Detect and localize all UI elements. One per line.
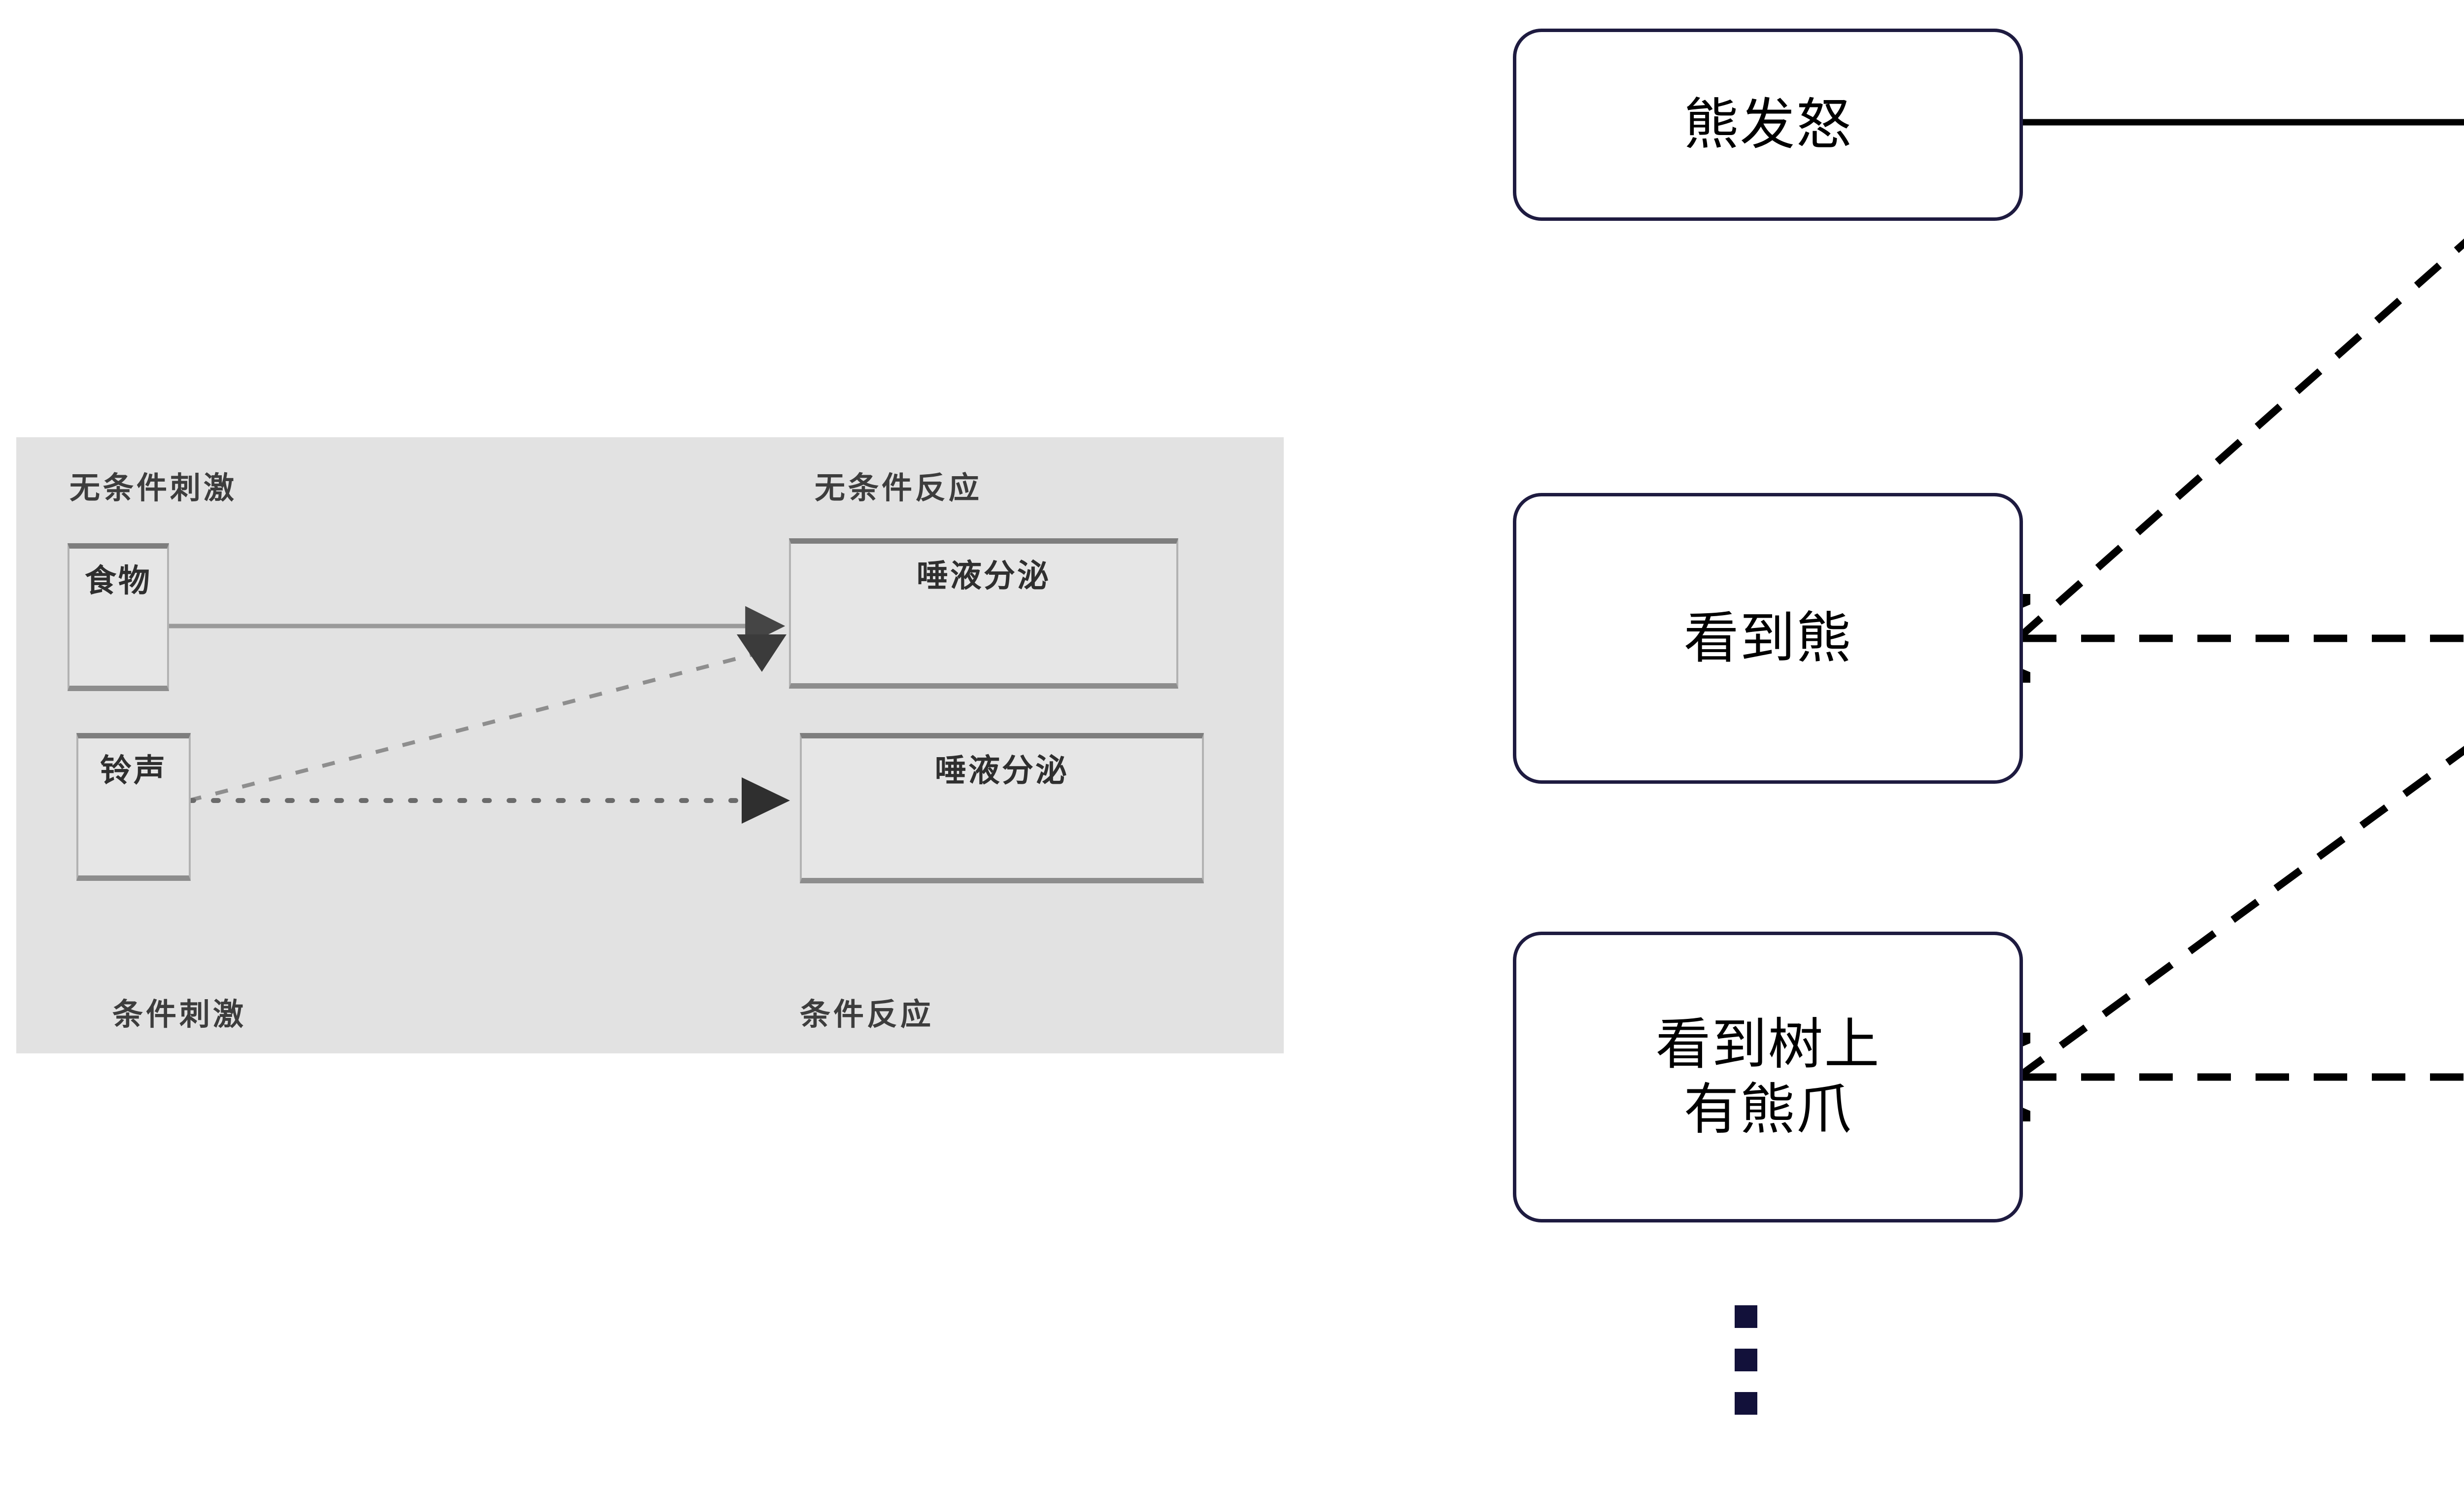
cc-box-food: 食物 <box>68 543 169 691</box>
node-see-claw-label: 看到树上 有熊爪 <box>1655 1013 1881 1140</box>
cc-box-food-label: 食物 <box>85 563 152 598</box>
node-see-bear-label: 看到熊 <box>1683 607 1852 669</box>
cc-box-salivation-unconditioned-label: 唾液分泌 <box>917 558 1051 593</box>
td-learning-panel: 熊发怒 看到熊 看到树上 有熊爪 奖励 V(s′) V(s) <box>1454 0 2464 1499</box>
ellipsis-dot <box>1735 1349 1757 1371</box>
node-see-claw: 看到树上 有熊爪 <box>1513 932 2023 1222</box>
label-unconditioned-stimulus: 无条件刺激 <box>69 471 238 505</box>
edge-bell-to-saliva-cr-arrowhead <box>742 777 790 824</box>
label-unconditioned-response: 无条件反应 <box>815 471 983 505</box>
node-bear-angry-label: 熊发怒 <box>1683 93 1852 155</box>
edge-bell-to-saliva-ucr-arrowhead <box>737 634 787 672</box>
cc-box-bell: 铃声 <box>76 733 191 881</box>
cc-box-salivation-unconditioned: 唾液分泌 <box>789 538 1178 689</box>
ellipsis-left-column <box>1735 1305 1757 1415</box>
td-diagram-edges <box>1454 119 2464 1499</box>
edge-bell-to-saliva-ucr <box>188 651 759 802</box>
node-bear-angry: 熊发怒 <box>1513 29 2023 221</box>
cc-box-salivation-conditioned-label: 唾液分泌 <box>935 753 1069 788</box>
edge-see-claw-to-v-s-prime <box>2016 746 2464 1081</box>
edge-see-bear-to-reward <box>2016 238 2464 641</box>
node-see-bear: 看到熊 <box>1513 493 2023 784</box>
classical-conditioning-edges <box>169 606 790 824</box>
label-conditioned-response: 条件反应 <box>800 998 934 1032</box>
cc-box-salivation-conditioned: 唾液分泌 <box>800 733 1204 883</box>
label-conditioned-stimulus: 条件刺激 <box>112 998 247 1032</box>
ellipsis-dot <box>1735 1305 1757 1328</box>
classical-conditioning-panel: 无条件刺激 无条件反应 条件刺激 条件反应 食物 铃声 唾液分泌 唾液分泌 <box>16 437 1284 1053</box>
cc-box-bell-label: 铃声 <box>100 753 167 788</box>
ellipsis-dot <box>1735 1392 1757 1415</box>
